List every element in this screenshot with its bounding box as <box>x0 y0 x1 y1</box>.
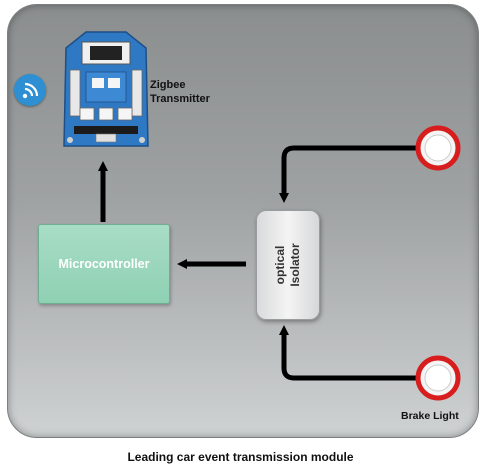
arrow-top-brake-to-isolator <box>279 145 418 203</box>
isolator-label-line2: Isolator <box>288 243 302 287</box>
zigbee-label-line1: Zigbee <box>150 79 186 91</box>
arrow-bottom-brake-to-isolator <box>279 325 420 381</box>
wifi-icon <box>14 74 46 106</box>
microcontroller-block: Microcontroller <box>38 224 170 304</box>
isolator-label-line1: optical <box>273 245 287 285</box>
zigbee-label-line2: Transmitter <box>150 93 210 105</box>
brake-light-label: Brake Light <box>401 410 459 422</box>
zigbee-transmitter-label: Zigbee Transmitter <box>150 78 210 106</box>
optical-isolator-label: optical Isolator <box>273 243 303 286</box>
figure-caption: Leading car event transmission module <box>127 450 354 464</box>
brake-light-top-icon <box>415 125 461 171</box>
optical-isolator-block: optical Isolator <box>256 210 320 320</box>
zigbee-board-icon <box>56 26 156 154</box>
microcontroller-label: Microcontroller <box>58 257 150 271</box>
brake-light-bottom-icon <box>415 355 461 401</box>
